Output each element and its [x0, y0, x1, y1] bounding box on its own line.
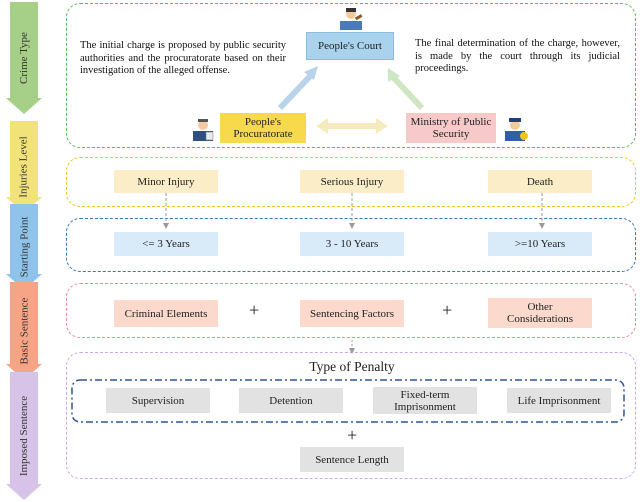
police-officer-icon: [505, 118, 528, 141]
peoples-court-box: People's Court: [306, 32, 394, 60]
starting-point-high: >=10 Years: [488, 232, 592, 256]
procuratorate-court-arrow: [277, 69, 317, 111]
penalty-life: Life Imprisonment: [507, 388, 611, 413]
criminal-elements-box: Criminal Elements: [114, 300, 218, 327]
crime-type-panel: [66, 3, 636, 148]
sentence-length-box: Sentence Length: [300, 447, 404, 472]
penalty-fixed-term: Fixed-term Imprisonment: [373, 387, 477, 414]
injury-minor: Minor Injury: [114, 170, 218, 193]
type-of-penalty-title: Type of Penalty: [309, 359, 395, 374]
stage-arrow-basic-sentence: Basic Sentence: [6, 282, 42, 380]
stage-arrow-injuries-level: Injuries Level: [6, 121, 42, 213]
prosecutor-icon: [193, 119, 214, 141]
injury-death: Death: [488, 170, 592, 193]
basic-sentence-panel: [66, 283, 636, 338]
other-considerations-box: Other Considerations: [488, 298, 592, 328]
right-explanation: The final determination of the charge, h…: [415, 38, 620, 74]
starting-point-low: <= 3 Years: [114, 232, 218, 256]
left-explanation: The initial charge is proposed by public…: [80, 40, 286, 76]
penalty-detention: Detention: [239, 388, 343, 413]
ministry-public-security-box: Ministry of Public Security: [406, 113, 496, 143]
penalty-group: [71, 379, 625, 423]
starting-point-mid: 3 - 10 Years: [300, 232, 404, 256]
injuries-panel: [66, 157, 636, 207]
peoples-procuratorate-box: People's Procuratorate: [220, 113, 306, 143]
ministry-court-arrow: [389, 73, 425, 111]
plus-sign: +: [347, 425, 358, 445]
stage-arrow-crime-type: Crime Type: [6, 2, 42, 114]
injury-serious: Serious Injury: [300, 170, 404, 193]
stage-arrow-starting-point: Starting Point: [6, 204, 42, 290]
plus-sign: +: [442, 300, 453, 320]
stage-arrow-imposed-sentence: Imposed Sentence: [6, 372, 42, 500]
penalty-supervision: Supervision: [106, 388, 210, 413]
starting-point-panel: [66, 218, 636, 272]
judge-icon: [340, 8, 363, 30]
plus-sign: +: [249, 300, 260, 320]
sentencing-factors-box: Sentencing Factors: [300, 300, 404, 327]
